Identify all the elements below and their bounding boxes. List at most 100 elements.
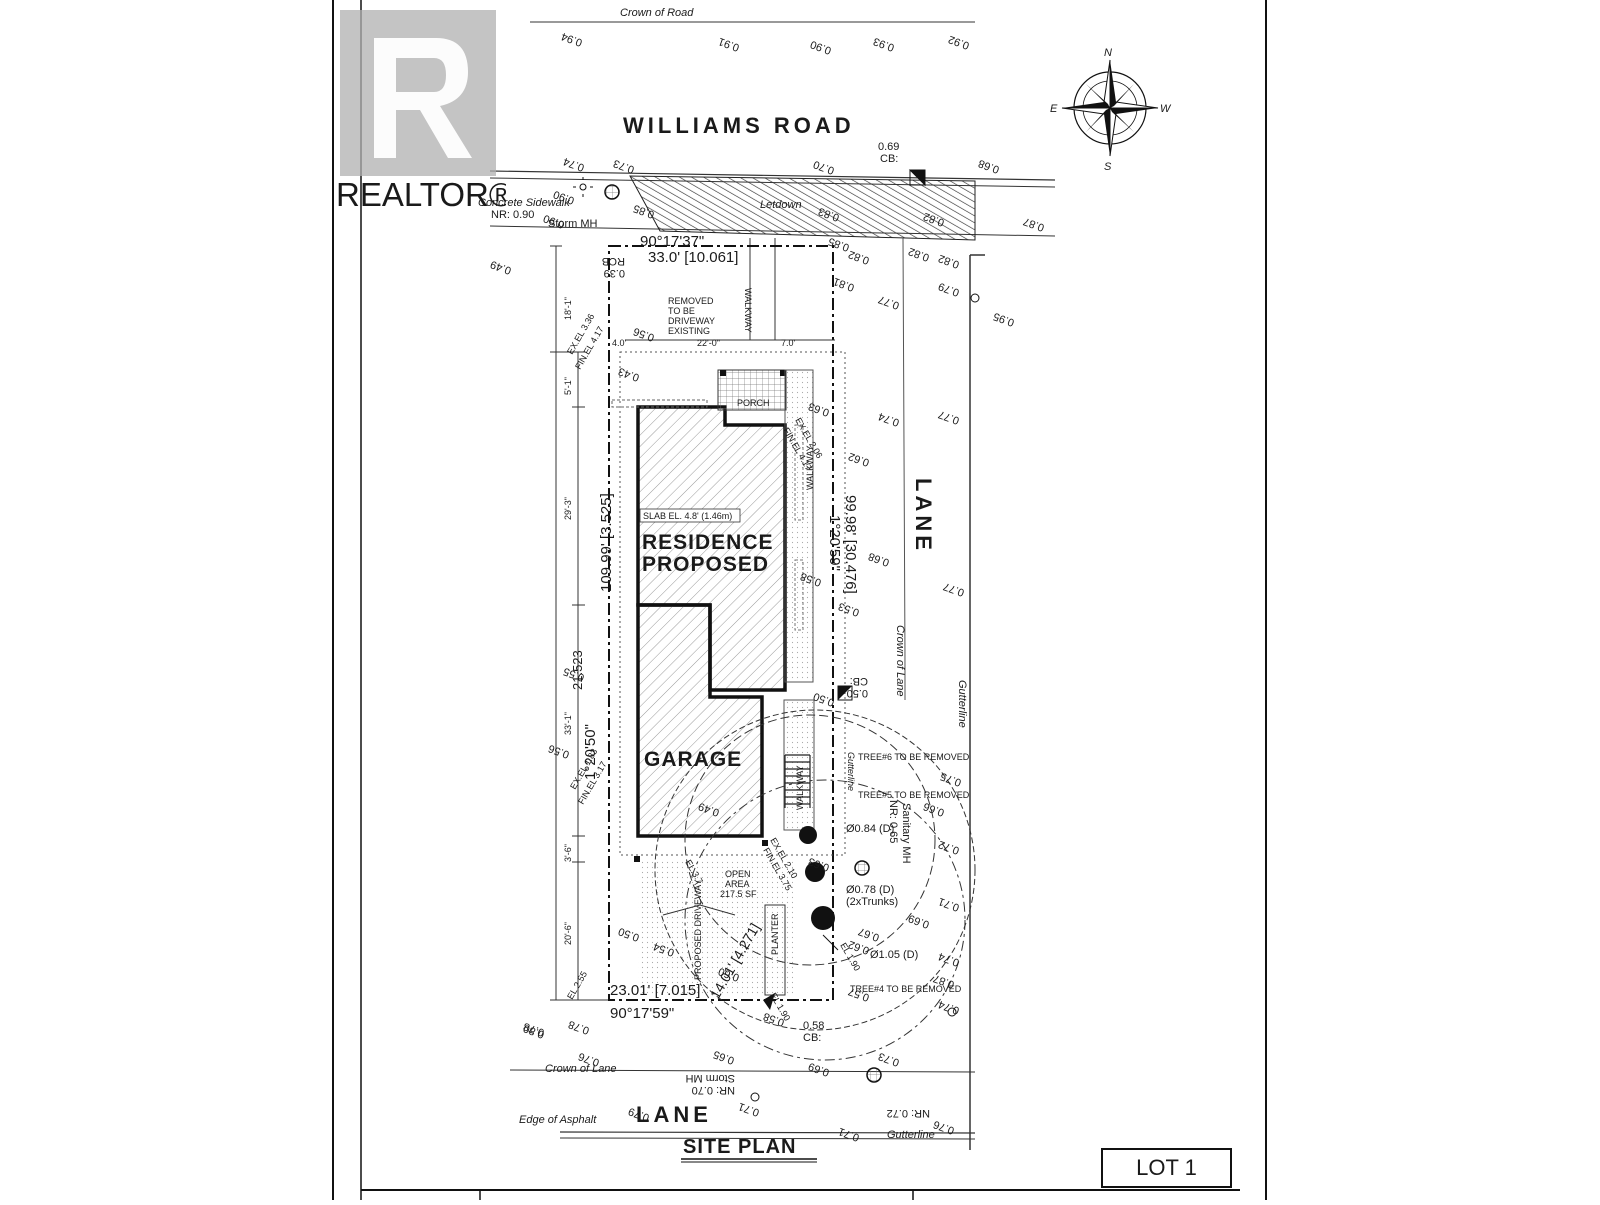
svg-text:0.53: 0.53	[837, 600, 861, 619]
svg-text:0.50: 0.50	[617, 925, 641, 944]
svg-text:0.69: 0.69	[807, 1060, 831, 1079]
svg-text:0.90: 0.90	[542, 212, 566, 231]
lot-label: LOT 1	[1101, 1148, 1232, 1188]
cb-east-icon	[838, 686, 852, 700]
svg-text:0.82: 0.82	[847, 248, 871, 267]
north-bearing: 90°17'37"	[640, 233, 704, 250]
cb-south-val: 0.58	[803, 1020, 824, 1032]
svg-text:0.69: 0.69	[907, 912, 931, 931]
tree-4-icon	[811, 906, 835, 930]
west-bearing: 1°20'50"	[582, 724, 599, 780]
road-edge-1	[489, 170, 1056, 181]
compass-s: S	[1104, 161, 1112, 173]
nr-south-b: NR: 0.72	[887, 1107, 930, 1119]
open-area-3: 217.5 SF	[720, 889, 757, 899]
svg-text:0.72: 0.72	[937, 838, 961, 857]
rear-walkway	[783, 699, 815, 831]
site-plan-title: SITE PLAN	[683, 1136, 796, 1158]
east-bearing: 1°20'59"	[826, 515, 843, 571]
svg-text:0.68: 0.68	[977, 157, 1001, 176]
porch	[717, 369, 787, 411]
porch-setback: 5'-1"	[563, 377, 573, 395]
svg-text:0.62: 0.62	[847, 450, 871, 469]
svg-text:0.93: 0.93	[872, 35, 896, 54]
svg-text:0.91: 0.91	[717, 35, 741, 54]
driveway-note-2: TO BE	[668, 306, 695, 316]
walkway-label-east: WALKWAY	[805, 445, 815, 490]
cb-south-icon	[763, 993, 775, 1010]
realtor-watermark-logo: REALTOR®	[336, 10, 506, 213]
realtor-wordmark: REALTOR®	[336, 176, 506, 213]
open-area-2: AREA	[725, 879, 750, 889]
driveway-note-3: DRIVEWAY	[668, 316, 715, 326]
svg-text:0.67: 0.67	[857, 925, 881, 944]
rear-gap: 3'-6"	[563, 844, 573, 862]
compass-e: E	[1050, 103, 1058, 115]
svg-text:0.82: 0.82	[907, 245, 931, 264]
crown-of-road-label: Crown of Road	[620, 7, 694, 19]
svg-text:0.49: 0.49	[489, 258, 513, 277]
svg-text:0.77: 0.77	[877, 293, 901, 312]
north-arrow-icon	[1061, 59, 1159, 157]
svg-text:0.68: 0.68	[867, 550, 891, 569]
side-e: 7.0'	[781, 338, 796, 348]
sun-symbol-icon	[573, 177, 593, 197]
cb-north-val: 0.69	[878, 141, 899, 153]
gutterline-east: Gutterline	[956, 680, 968, 728]
svg-text:0.85: 0.85	[827, 235, 851, 254]
svg-text:0.56: 0.56	[632, 325, 656, 344]
driveway-note-4: EXISTING	[668, 326, 710, 336]
slab-el-label: SLAB EL. 4.8' (1.46m)	[643, 511, 732, 521]
garage-label: GARAGE	[644, 748, 742, 771]
edge-of-asphalt-label: Edge of Asphalt	[519, 1114, 597, 1126]
svg-text:0.75: 0.75	[939, 770, 963, 789]
open-area-1: OPEN	[725, 869, 751, 879]
nr-south-a: NR: 0.70	[692, 1084, 735, 1096]
tree-6-icon	[799, 826, 817, 844]
gutterline-south: Gutterline	[887, 1129, 935, 1141]
tree-6-label: TREE#6 TO BE REMOVED	[858, 752, 970, 762]
rcb-val: 0.39	[604, 267, 625, 279]
cb-south: CB:	[803, 1032, 821, 1044]
nr-north: NR: 0.90	[491, 209, 534, 221]
residence-label-2: PROPOSED	[642, 553, 769, 576]
williams-road-label: WILLIAMS ROAD	[623, 113, 855, 138]
south-lane-crown	[509, 1069, 976, 1073]
tree-5-icon	[805, 862, 825, 882]
svg-text:0.81: 0.81	[832, 275, 856, 294]
storm-mh-north: Storm MH	[548, 218, 598, 230]
garage-depth: 33'-1"	[563, 712, 573, 735]
svg-text:0.87: 0.87	[1022, 215, 1046, 234]
compass-n: N	[1104, 47, 1112, 59]
gutterline-mid: Gutterline	[846, 752, 856, 791]
driveway-note-1: REMOVED	[668, 296, 714, 306]
compass-w: W	[1160, 103, 1172, 115]
svg-text:0.70: 0.70	[812, 158, 836, 177]
letdown-label: Letdown	[760, 199, 802, 211]
svg-text:0.74: 0.74	[877, 410, 901, 429]
tree-6-dia: Ø0.84 (D)	[846, 823, 894, 835]
svg-text:0.65: 0.65	[712, 1048, 736, 1067]
concrete-sidewalk-label: Concrete Sidewalk	[478, 197, 570, 209]
svg-text:EL 2.55: EL 2.55	[565, 969, 589, 1001]
svg-text:0.82: 0.82	[937, 252, 961, 271]
rcb-label: RCB	[602, 255, 625, 267]
tree-4-label: TREE#4 TO BE REMOVED	[850, 984, 962, 994]
svg-text:0.78: 0.78	[567, 1018, 591, 1037]
walkway-label-rear: WALKWAY	[795, 765, 805, 810]
west-dimension-lines	[550, 245, 585, 1001]
tree-5-label: TREE#5 TO BE REMOVED	[858, 790, 970, 800]
svg-text:0.71: 0.71	[937, 895, 961, 914]
svg-text:0.79: 0.79	[937, 280, 961, 299]
east-length: 99.98' [30.476]	[842, 495, 859, 594]
cb-east: CB:	[850, 675, 868, 687]
lane-east-label: LANE	[911, 478, 936, 554]
letdown-area	[629, 175, 976, 241]
svg-text:0.77: 0.77	[937, 408, 961, 427]
west-part: 21.523	[570, 650, 585, 690]
svg-text:0.77: 0.77	[942, 580, 966, 599]
svg-text:0.74: 0.74	[562, 155, 586, 174]
storm-mh-south: Storm MH	[685, 1072, 735, 1084]
planter-label: PLANTER	[770, 913, 780, 955]
